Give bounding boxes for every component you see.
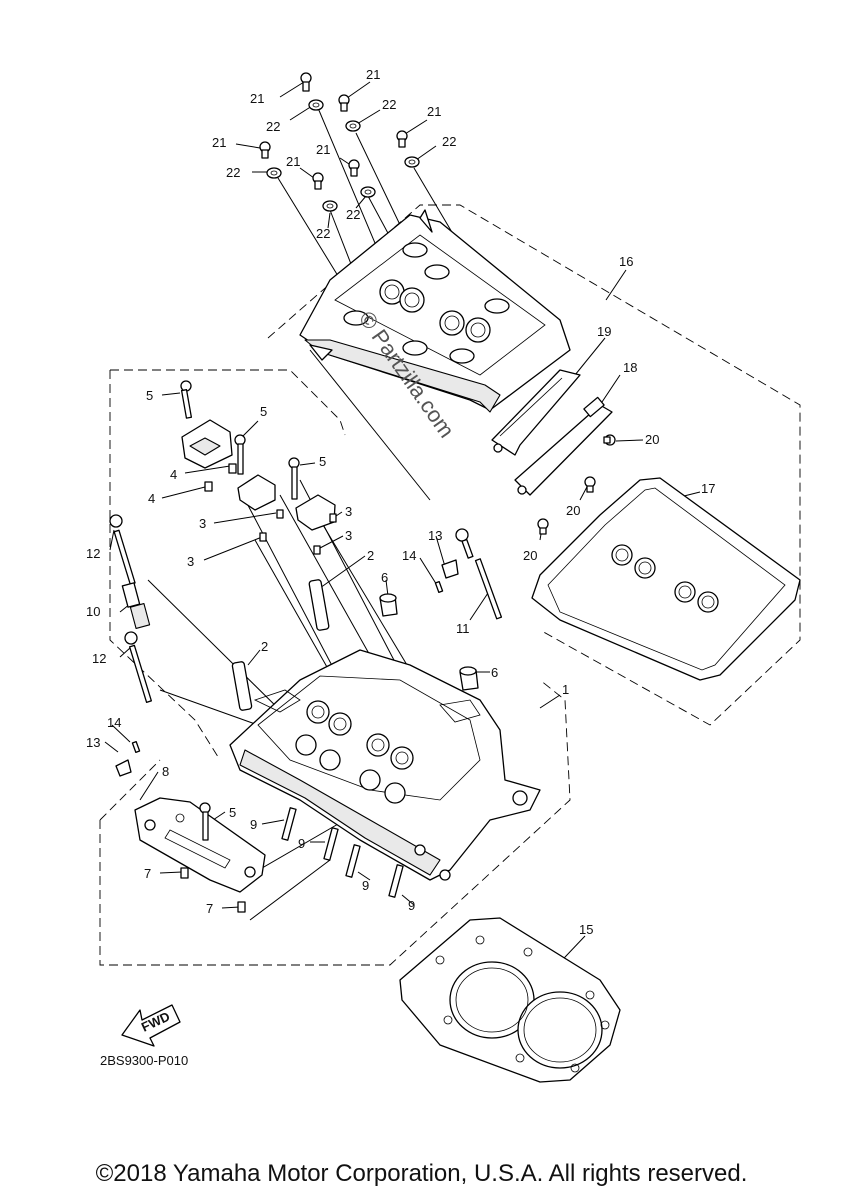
callout-4: 4 — [148, 491, 155, 506]
callout-2: 2 — [261, 639, 268, 654]
callout-20: 20 — [566, 503, 580, 518]
cylinder-head — [229, 649, 541, 881]
camshaft-caps — [180, 380, 337, 555]
callout-11: 11 — [456, 621, 470, 636]
callout-7: 7 — [206, 901, 213, 916]
callout-20: 20 — [645, 432, 659, 447]
diagram-code: 2BS9300-P010 — [100, 1053, 188, 1068]
callout-21: 21 — [316, 142, 330, 157]
cover-gasket — [491, 369, 613, 496]
callout-7: 7 — [144, 866, 151, 881]
callout-9: 9 — [362, 878, 369, 893]
group-outlines — [99, 204, 801, 966]
callout-12: 12 — [92, 651, 106, 666]
callout-5: 5 — [319, 454, 326, 469]
callout-10: 10 — [86, 604, 100, 619]
callout-1: 1 — [562, 682, 569, 697]
callout-22: 22 — [442, 134, 456, 149]
callout-21: 21 — [366, 67, 380, 82]
callout-21: 21 — [212, 135, 226, 150]
callout-12: 12 — [86, 546, 100, 561]
callout-18: 18 — [623, 360, 637, 375]
callout-4: 4 — [170, 467, 177, 482]
callout-8: 8 — [162, 764, 169, 779]
callout-22: 22 — [316, 226, 330, 241]
callout-6: 6 — [381, 570, 388, 585]
callout-3: 3 — [345, 504, 352, 519]
callout-19: 19 — [597, 324, 611, 339]
callout-21: 21 — [250, 91, 264, 106]
callout-13: 13 — [86, 735, 100, 750]
tensioner-holder — [134, 797, 266, 913]
callout-17: 17 — [701, 481, 715, 496]
studs-9 — [281, 807, 404, 898]
cylinder-head-cover — [299, 209, 571, 413]
callout-2: 2 — [367, 548, 374, 563]
callout-14: 14 — [402, 548, 416, 563]
cylinder-head-gasket — [399, 917, 621, 1083]
callout-16: 16 — [619, 254, 633, 269]
callout-21: 21 — [427, 104, 441, 119]
callout-9: 9 — [298, 836, 305, 851]
callout-6: 6 — [491, 665, 498, 680]
fwd-arrow-icon: FWD — [121, 1004, 181, 1047]
callout-15: 15 — [579, 922, 593, 937]
callout-3: 3 — [345, 528, 352, 543]
callout-5: 5 — [146, 388, 153, 403]
callout-22: 22 — [346, 207, 360, 222]
callout-20: 20 — [523, 548, 537, 563]
copyright-notice: ©2018 Yamaha Motor Corporation, U.S.A. A… — [95, 1160, 748, 1187]
callout-13: 13 — [428, 528, 442, 543]
callout-14: 14 — [107, 715, 121, 730]
callout-22: 22 — [266, 119, 280, 134]
callout-3: 3 — [187, 554, 194, 569]
callout-22: 22 — [382, 97, 396, 112]
callout-labels: 21 21 21 21 21 21 22 22 22 22 22 22 16 1… — [86, 67, 715, 937]
callout-3: 3 — [199, 516, 206, 531]
callout-9: 9 — [408, 898, 415, 913]
callout-5: 5 — [260, 404, 267, 419]
callout-21: 21 — [286, 154, 300, 169]
callout-5: 5 — [229, 805, 236, 820]
callout-9: 9 — [250, 817, 257, 832]
bolts-and-washers — [259, 72, 616, 535]
studs-and-plugs — [109, 514, 503, 777]
callout-22: 22 — [226, 165, 240, 180]
head-cover-gasket — [531, 477, 801, 681]
